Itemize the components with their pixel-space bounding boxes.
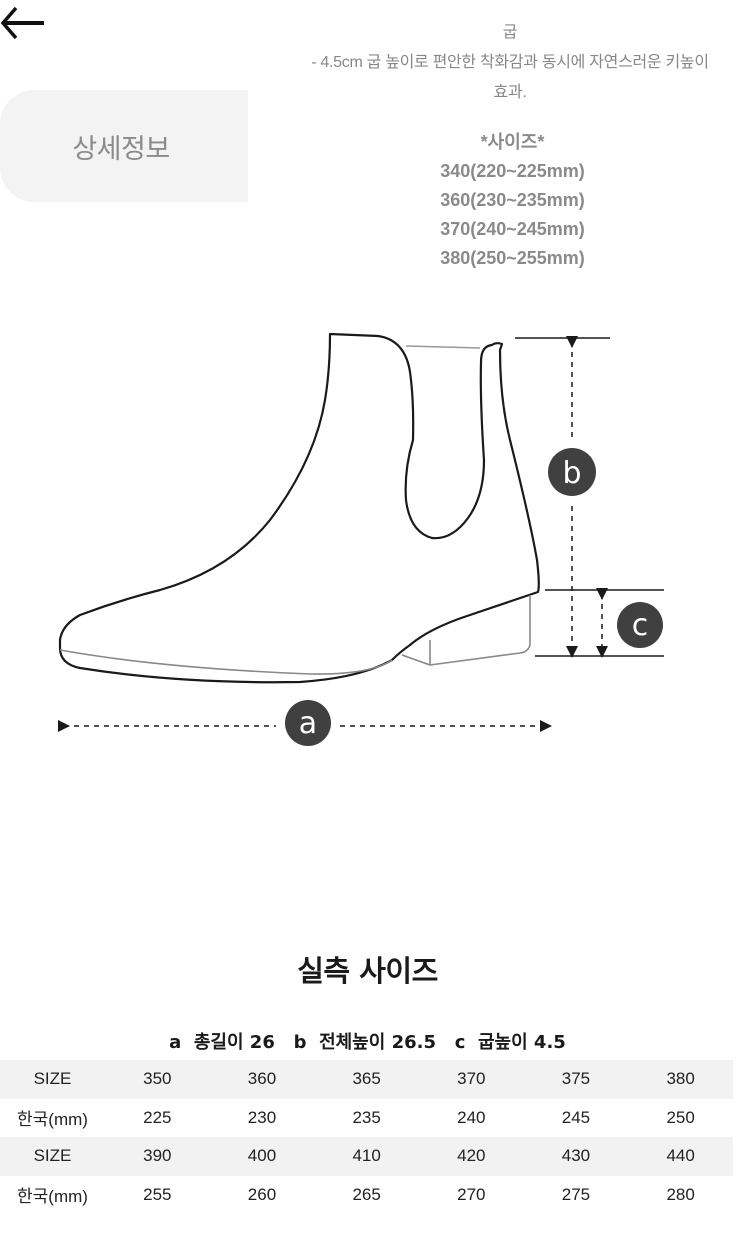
table-cell: 380 — [628, 1060, 733, 1099]
row-label: SIZE — [0, 1060, 105, 1099]
table-cell: 375 — [523, 1060, 629, 1099]
arrow-left-icon — [0, 6, 44, 40]
size-list-item: 370(240~245mm) — [440, 219, 585, 239]
table-cell: 440 — [628, 1137, 733, 1176]
description-line-2: 효과. — [493, 84, 527, 101]
table-row: 한국(mm) 225 230 235 240 245 250 — [0, 1099, 733, 1138]
boot-outline — [58, 332, 540, 684]
table-cell: 430 — [523, 1137, 629, 1176]
table-cell: 240 — [457, 1107, 486, 1127]
table-cell: 280 — [666, 1184, 695, 1204]
description-heading: 굽 — [502, 24, 518, 41]
table-cell: 400 — [209, 1137, 315, 1176]
size-list-title: *사이즈* — [480, 132, 545, 152]
tab-detail-info[interactable]: 상세정보 — [0, 90, 248, 202]
table-cell: 390 — [105, 1137, 210, 1176]
row-label: SIZE — [0, 1137, 105, 1176]
table-cell: 255 — [143, 1184, 172, 1204]
table-row: SIZE 390 400 410 420 430 440 — [0, 1137, 733, 1176]
table-row: SIZE 350 360 365 370 375 380 — [0, 1060, 733, 1099]
measurement-title: 실측 사이즈 — [297, 954, 438, 988]
description-line-1: - 4.5cm 굽 높이로 편안한 착화감과 동시에 자연스러운 키높이 — [311, 54, 709, 71]
table-cell: 270 — [457, 1184, 486, 1204]
svg-text:a: a — [299, 706, 317, 741]
size-list-item: 380(250~255mm) — [440, 248, 585, 268]
tab-detail-info-label: 상세정보 — [72, 133, 170, 165]
table-cell: 410 — [314, 1137, 419, 1176]
table-cell: 365 — [314, 1060, 419, 1099]
marker-c: c — [617, 602, 663, 648]
row-label: 한국(mm) — [17, 1187, 88, 1207]
boot-measurement-diagram: b c a — [58, 332, 664, 746]
table-cell: 370 — [418, 1060, 524, 1099]
measurement-legend: a 총길이 26 b 전체높이 26.5 c 굽높이 4.5 — [169, 1032, 566, 1053]
table-cell: 265 — [352, 1184, 381, 1204]
back-button[interactable] — [0, 4, 48, 40]
size-list-item: 360(230~235mm) — [440, 190, 585, 210]
table-cell: 420 — [418, 1137, 524, 1176]
table-row: 한국(mm) 255 260 265 270 275 280 — [0, 1176, 733, 1215]
table-cell: 260 — [247, 1184, 277, 1204]
table-cell: 250 — [666, 1107, 695, 1127]
table-cell: 275 — [561, 1184, 591, 1204]
size-table: SIZE 350 360 365 370 375 380 한국(mm) 225 … — [0, 1060, 733, 1214]
size-list-item: 340(220~225mm) — [440, 161, 585, 181]
table-cell: 360 — [209, 1060, 315, 1099]
table-cell: 230 — [247, 1107, 277, 1127]
table-cell: 245 — [561, 1107, 591, 1127]
table-cell: 235 — [352, 1107, 381, 1127]
row-label: 한국(mm) — [17, 1110, 88, 1130]
size-list: *사이즈* 340(220~225mm) 360(230~235mm) 370(… — [400, 128, 625, 273]
table-cell: 350 — [105, 1060, 210, 1099]
table-cell: 225 — [143, 1107, 172, 1127]
measurement-lines — [58, 336, 664, 732]
heel-description: 굽 - 4.5cm 굽 높이로 편안한 착화감과 동시에 자연스러운 키높이 효… — [270, 18, 750, 108]
marker-b: b — [548, 448, 596, 496]
marker-a: a — [285, 700, 331, 746]
svg-text:c: c — [632, 608, 649, 643]
svg-text:b: b — [562, 456, 581, 491]
